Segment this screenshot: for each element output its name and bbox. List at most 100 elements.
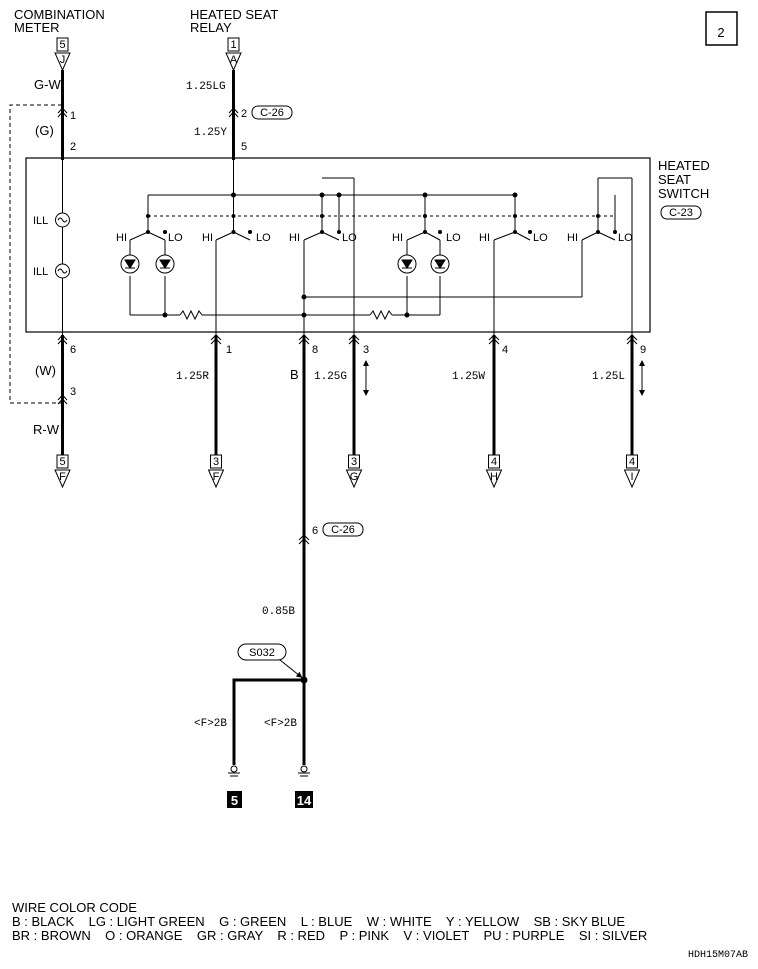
out-box-2-number: 3: [213, 456, 219, 468]
hi-label-4: HI: [392, 232, 403, 244]
page-number: 2: [717, 25, 724, 40]
out-pin-6: 6: [70, 344, 76, 356]
out-wire-1-25r: 1.25R: [176, 371, 209, 383]
heated-seat-switch-label-3: SWITCH: [658, 186, 709, 201]
legend-title: WIRE COLOR CODE: [12, 900, 137, 915]
ill-label-1: ILL: [33, 215, 48, 227]
led-indicator-icons: [120, 240, 450, 274]
hi-label-2: HI: [202, 232, 213, 244]
connector-c26-lower: C-26: [331, 524, 355, 536]
hi-label-5: HI: [479, 232, 490, 244]
out-triangle-3: [345, 469, 363, 489]
lo-label-5: LO: [533, 232, 548, 244]
lo-label-1: LO: [168, 232, 183, 244]
chevron-relay-top: [228, 107, 239, 118]
out-wire-1-25l: 1.25L: [592, 371, 625, 383]
heated-seat-switch-label-1: HEATED: [658, 158, 710, 173]
relay-terminal-letter: A: [230, 54, 238, 66]
pin-label-5: 5: [241, 141, 247, 153]
hi-label-3: HI: [289, 232, 300, 244]
legend-row-2: BR : BROWN O : ORANGE GR : GRAY R : RED …: [12, 928, 648, 943]
out-letter-4: H: [490, 471, 498, 483]
out-wire-1-25w: 1.25W: [452, 371, 485, 383]
wire-label-g-w: G-W: [34, 77, 61, 92]
switch-internal-wiring: [62, 160, 633, 335]
out-letter-2: F: [213, 471, 220, 483]
ground-point-right: 14: [297, 793, 312, 808]
pin-label-1: 1: [70, 110, 76, 122]
junction-dots: [146, 192, 617, 318]
ground-wire-label-left: <F>2B: [194, 718, 227, 730]
meter-terminal-box: [56, 37, 69, 52]
meter-terminal-triangle: [54, 52, 71, 72]
heated-seat-switch-label-2: SEAT: [658, 172, 691, 187]
relay-pin-2: 2: [241, 108, 247, 120]
out-wire-w: (W): [35, 363, 56, 378]
output-chevrons: [57, 334, 638, 545]
page-number-box: [705, 11, 738, 46]
wire-label-1-25lg: 1.25LG: [186, 81, 226, 93]
combination-meter-label-1: COMBINATION: [14, 7, 105, 22]
connector-c26-lower-box: [322, 522, 364, 537]
wire-label-g: (G): [35, 123, 54, 138]
hi-label-6: HI: [567, 232, 578, 244]
out-triangle-5: [623, 469, 641, 489]
ground-point-left-box: [227, 791, 242, 808]
hi-label-1: HI: [116, 232, 127, 244]
ground-point-right-box: [295, 791, 313, 808]
out-letter-3: G: [350, 471, 359, 483]
out-triangle-1: [54, 469, 71, 489]
connector-c23: C-23: [669, 207, 693, 219]
lo-label-2: LO: [256, 232, 271, 244]
out-box-4: [488, 454, 500, 469]
wire-label-1-25y: 1.25Y: [194, 127, 227, 139]
ground-wire-left: [232, 678, 304, 765]
connector-c26-top-box: [251, 105, 293, 120]
out-wire-r-w: R-W: [33, 422, 60, 437]
relay-terminal-triangle: [225, 52, 242, 72]
connector-c26-top: C-26: [260, 107, 284, 119]
output-wires: [61, 335, 634, 680]
out-box-4-number: 4: [491, 456, 497, 468]
wire-label-0-85b: 0.85B: [262, 606, 295, 618]
relay-terminal-box: [227, 37, 240, 52]
out-wire-1-25g: 1.25G: [314, 371, 347, 383]
out-pin-9: 9: [640, 344, 646, 356]
combination-meter-label-2: METER: [14, 20, 60, 35]
out-box-5-number: 4: [629, 456, 635, 468]
heated-seat-relay-label-1: HEATED SEAT: [190, 7, 278, 22]
out-triangle-2: [207, 469, 225, 489]
out-box-3: [348, 454, 360, 469]
lo-label-3: LO: [342, 232, 357, 244]
out-letter-5: I: [630, 471, 633, 483]
dashed-loop: [9, 104, 62, 404]
connector-c23-box: [660, 205, 702, 220]
splice-s032-box: [237, 643, 287, 661]
heated-seat-switch-box: [25, 157, 651, 333]
ill-label-2: ILL: [33, 266, 48, 278]
ground-wire-label-right: <F>2B: [264, 718, 297, 730]
lo-label-4: LO: [446, 232, 461, 244]
switch-contacts: [129, 231, 616, 241]
out-box-5: [626, 454, 638, 469]
out-letter-1: F: [59, 471, 66, 483]
out-box-2: [210, 454, 222, 469]
ground-symbol-icons: [228, 765, 310, 777]
out-box-3-number: 3: [351, 456, 357, 468]
c26-lower-pin: 6: [312, 525, 318, 537]
meter-terminal-number: 5: [59, 39, 65, 51]
chevron-meter-top: [57, 107, 68, 118]
splice-pointer: [279, 659, 303, 678]
out-box-1: [56, 454, 69, 469]
relay-terminal-number: 1: [230, 39, 236, 51]
out-triangle-4: [485, 469, 503, 489]
out-pin-3: 3: [363, 344, 369, 356]
lo-label-6: LO: [618, 232, 633, 244]
out-box-1-number: 5: [59, 456, 65, 468]
drawing-code: HDH15M07AB: [687, 950, 748, 961]
wire-color-legend: WIRE COLOR CODE B : BLACK LG : LIGHT GRE…: [12, 901, 752, 943]
out-sub-pin-3: 3: [70, 386, 76, 398]
out-pin-8: 8: [312, 344, 318, 356]
out-wire-b: B: [290, 367, 299, 382]
